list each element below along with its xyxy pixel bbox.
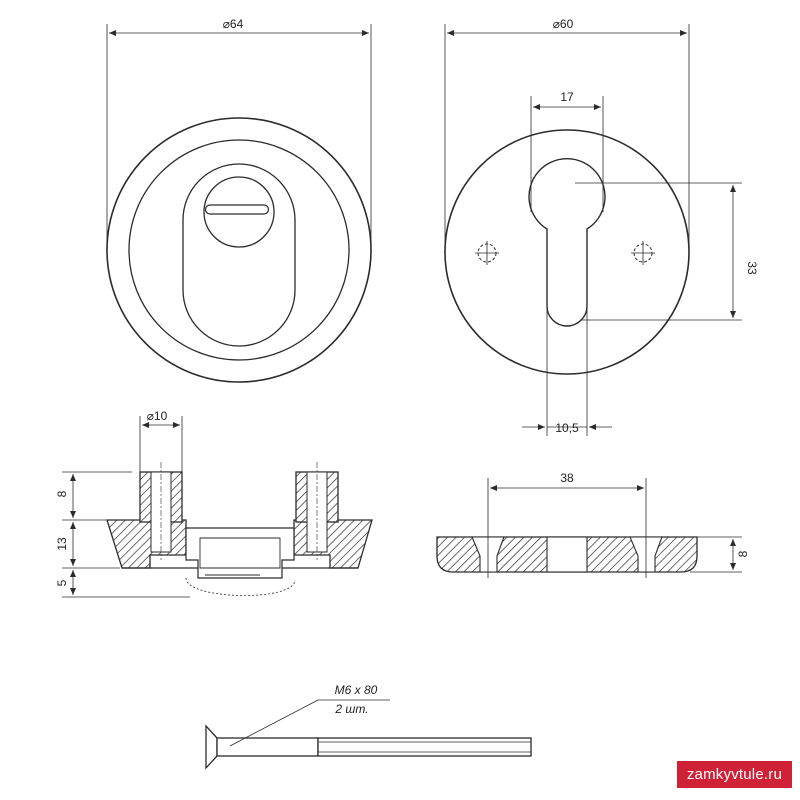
- dim-label-60: ⌀60: [553, 17, 574, 31]
- screw-shank: [216, 737, 319, 757]
- dim-label-10: ⌀10: [147, 409, 168, 423]
- front-inner-circle: [128, 139, 350, 361]
- section-body-right: [293, 519, 373, 569]
- dim-label-5: 5: [55, 579, 69, 586]
- dim-label-13: 13: [55, 537, 69, 551]
- plate-center-opening: [546, 536, 588, 573]
- dim-label-105: 10,5: [555, 421, 579, 435]
- dim-label-64: ⌀64: [223, 17, 244, 31]
- front-section-view: ⌀10 8 13 5: [55, 409, 373, 598]
- screw-head: [205, 724, 218, 770]
- key-slot: [204, 204, 270, 215]
- dim-bg-64: [205, 16, 261, 30]
- dim-label-33: 33: [745, 261, 759, 275]
- rotating-cover: [203, 176, 275, 248]
- mount-hole-right: [631, 241, 655, 265]
- dim-label-38: 38: [560, 471, 574, 485]
- screw-spec-label: M6 x 80: [335, 683, 378, 697]
- dim-label-17: 17: [560, 90, 574, 104]
- keyhole-cutout: [528, 158, 606, 327]
- dim-label-8-plate: 8: [736, 550, 750, 557]
- watermark-badge: zamkyvtule.ru: [676, 761, 792, 788]
- cover-insert: [185, 527, 295, 579]
- section-body-left: [106, 519, 187, 569]
- front-outer-circle: [106, 117, 372, 383]
- cylinder-opening-outline: [182, 163, 296, 347]
- screw-leader-line: [229, 699, 319, 747]
- screw-drawing: M6 x 80 2 шт.: [205, 683, 532, 770]
- dim-bg-60: [537, 16, 593, 30]
- cover-dashed-outline: [185, 577, 296, 596]
- dim-label-8-front: 8: [55, 490, 69, 497]
- screw-thread: [317, 737, 532, 757]
- cover-insert-inner: [199, 537, 281, 569]
- mount-hole-left: [475, 241, 499, 265]
- back-view: ⌀60 17 33 10,5: [444, 16, 759, 436]
- screw-quantity-label: 2 шт.: [334, 702, 368, 716]
- back-plate-section: 38 8: [436, 471, 750, 578]
- front-view: ⌀64: [106, 16, 372, 383]
